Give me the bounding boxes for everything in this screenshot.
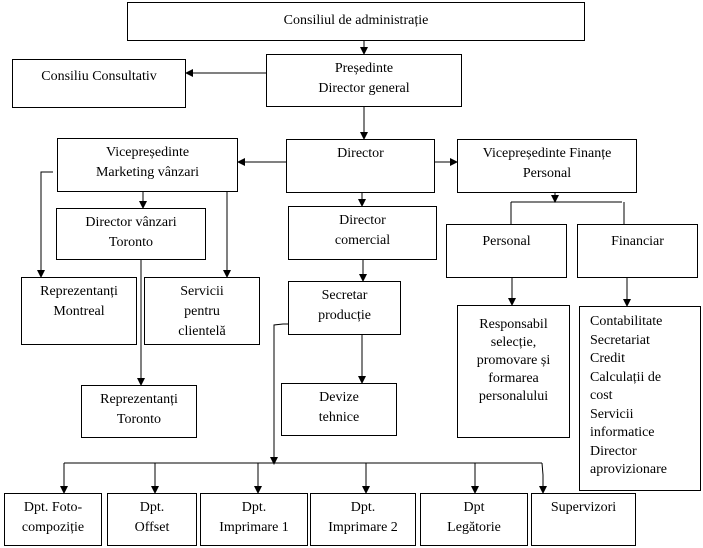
node-dept-binding: Dpt Legătorie [420, 493, 528, 546]
node-commercial-director: Director comercial [288, 206, 437, 260]
node-dept-photo: Dpt. Foto- compoziție [4, 493, 102, 546]
node-dept-print2: Dpt. Imprimare 2 [310, 493, 416, 546]
node-reps-toronto: Reprezentanți Toronto [81, 385, 197, 438]
node-advisory: Consiliu Consultativ [12, 59, 186, 108]
node-finance-list: Contabilitate Secretariat Credit Calcula… [579, 306, 701, 491]
arrow-vp-marketing-montreal [37, 171, 53, 278]
node-dept-offset: Dpt. Offset [107, 493, 197, 546]
node-client-services: Servicii pentru clientelă [144, 277, 260, 345]
node-dept-print1: Dpt. Imprimare 1 [200, 493, 308, 546]
node-vp-finance: Vicepreședinte Finanțe Personal [457, 139, 637, 193]
node-hr-responsible: Responsabil selecție, promovare și forma… [457, 305, 570, 438]
node-supervisors: Supervizori [531, 493, 636, 546]
line-secretary-departments [273, 323, 288, 463]
node-personal: Personal [446, 224, 567, 278]
node-president: Președinte Director general [266, 54, 462, 107]
node-financiar: Financiar [577, 224, 698, 278]
node-vp-marketing: Vicepreședinte Marketing vânzari [57, 138, 238, 192]
node-reps-montreal: Reprezentanți Montreal [21, 277, 137, 345]
node-director: Director [286, 139, 435, 193]
node-technical-estimates: Devize tehnice [281, 383, 397, 436]
node-board: Consiliul de administrație [127, 2, 585, 41]
node-sales-director: Director vânzari Toronto [56, 208, 206, 260]
node-production-secretary: Secretar producție [288, 281, 401, 335]
